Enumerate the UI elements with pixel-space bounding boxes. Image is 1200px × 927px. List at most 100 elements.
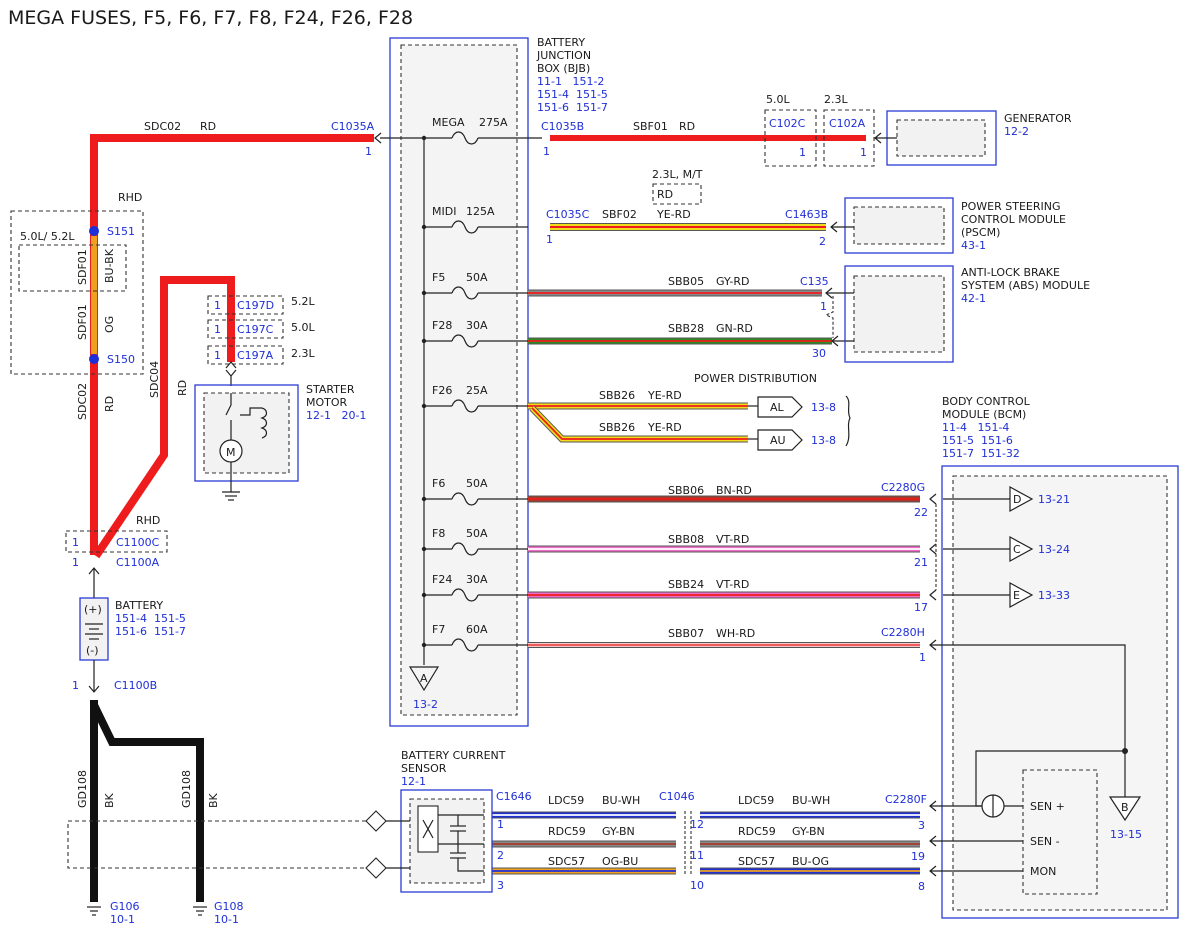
bcm-ref-2: 151-5 151-6 [942,434,1013,447]
bcm-arrow-c-ref: 13-24 [1038,543,1070,556]
ldc59a-color: BU-WH [602,794,640,807]
sbb07-color: WH-RD [716,627,755,640]
abs-name-2: SYSTEM (ABS) MODULE [961,279,1090,292]
fuse-mega: MEGA 275A [380,116,542,145]
bjb-name-1: BATTERY [537,36,585,49]
sdc02-left-color: RD [103,396,116,412]
bcs-name-2: SENSOR [401,762,447,775]
sdc02-top-color: RD [200,120,216,133]
c1035c-pin: 1 [546,233,553,246]
bcm-pin-mon: MON [1030,865,1056,878]
g108-ref: 10-1 [214,913,239,926]
c1035b-label: C1035B [541,120,584,133]
variant-5-0l: 5.0L [766,93,790,106]
power-distribution: POWER DISTRIBUTION SBB26 YE-RD SBB26 YE-… [599,372,851,451]
pd-al: AL [770,401,785,414]
sbb07-code: SBB07 [668,627,704,640]
bjb-name-2: JUNCTION [536,49,591,62]
bcm-arrow-e-ref: 13-33 [1038,589,1070,602]
sdc02-top-code: SDC02 [144,120,181,133]
fuse-rating-f5: 50A [466,271,488,284]
pd-au-ref: 13-8 [811,434,836,447]
wire-sdc02-top [90,134,374,555]
bcm-pin-sen-minus: SEN - [1030,835,1060,848]
battery-name: BATTERY [115,599,163,612]
c2280g-pin-22: 22 [914,506,928,519]
bcm-ref-1: 11-4 151-4 [942,421,1009,434]
sbb26b-color: YE-RD [647,421,682,434]
rdc59b-color: GY-BN [792,825,825,838]
sbb08-color: VT-RD [716,533,749,546]
sbb05-code: SBB05 [668,275,704,288]
c197-connectors: 1 C197D 5.2L 1 C197C 5.0L 1 C197A 2.3L [207,295,315,365]
c1035a-pin: 1 [365,145,372,158]
sbb06-color: BN-RD [716,484,752,497]
sdf01a-color: BU-BK [103,248,116,283]
c1463b-pin: 2 [819,235,826,248]
sdf01b-code: SDF01 [76,304,89,340]
c1035a-label: C1035A [331,120,375,133]
bcm-name-1: BODY CONTROL [942,395,1031,408]
mt-box-label: RD [657,188,673,201]
bjb-ground-arrow: A [420,672,428,685]
gd108a-color: BK [103,792,116,808]
gd108a-code: GD108 [76,770,89,808]
c2280f-pin-8: 8 [918,880,925,893]
c197a-label: C197A [237,349,274,362]
splice-s151: S151 [107,225,135,238]
c197c-variant: 5.0L [291,321,315,334]
battery-current-sensor: BATTERY CURRENT SENSOR 12-1 C1646 1 2 3 … [67,749,830,893]
ground-symbols: G106 10-1 G108 10-1 [87,900,244,926]
fuse-name-f6: F6 [432,477,445,490]
fuse-name-f26: F26 [432,384,452,397]
rhd2-label: RHD [136,514,160,527]
fuse-name-f7: F7 [432,623,445,636]
starter-name-2: MOTOR [306,396,348,409]
fuse-rating-mega: 275A [479,116,508,129]
c135-label: C135 [800,275,829,288]
g106-ref: 10-1 [110,913,135,926]
battery-group: RHD 1 C1100C 1 C1100A (+) (-) BATTERY 15… [65,514,186,693]
fuse-name-f5: F5 [432,271,445,284]
variant-2-3l: 2.3L [824,93,848,106]
battery-plus: (+) [84,603,102,616]
sbb08-code: SBB08 [668,533,704,546]
mt-variant: 2.3L, M/T [652,168,703,181]
c1463b-label: C1463B [785,208,828,221]
rhd-splice-group: RHD 5.0L/ 5.2L S151 S150 SDF01 BU-BK SDF… [10,191,144,375]
battery-ref-1: 151-4 151-5 [115,612,186,625]
starter-ref: 12-1 20-1 [306,409,366,422]
c197c-label: C197C [237,323,274,336]
battery-ref-2: 151-6 151-7 [115,625,186,638]
c1046-label: C1046 [659,790,695,803]
c1100b-pin: 1 [72,679,79,692]
c197d-label: C197D [237,299,274,312]
sbb05-color: GY-RD [716,275,749,288]
c197c-pin: 1 [214,323,221,336]
c102-connectors: 5.0L 2.3L C102C C102A 1 1 [764,93,875,167]
c102c-pin: 1 [799,146,806,159]
fuse-rating-f26: 25A [466,384,488,397]
pscm-name-2: CONTROL MODULE [961,213,1066,226]
bcm-arrow-d: D [1013,493,1021,506]
sdc57b-color: BU-OG [792,855,829,868]
starter-motor: M STARTER MOTOR 12-1 20-1 [194,369,366,501]
rdc59a-code: RDC59 [548,825,586,838]
sdc04-color: RD [176,380,189,396]
abs-module: ANTI-LOCK BRAKE SYSTEM (ABS) MODULE 42-1… [668,265,1090,363]
c1046-pin-10: 10 [690,879,704,892]
pscm-circuit: 2.3L, M/T RD C1035C 1 SBF02 YE-RD C1463B… [546,168,1066,254]
ldc59b-code: LDC59 [738,794,774,807]
fuse-name-mega: MEGA [432,116,465,129]
c2280g-label: C2280G [881,481,925,494]
g106-name: G106 [110,900,140,913]
c135-pin-b: 30 [812,347,826,360]
c1646-label: C1646 [496,790,532,803]
abs-ref: 42-1 [961,292,986,305]
wire-sdc04 [92,276,235,559]
ldc59b-color: BU-WH [792,794,830,807]
